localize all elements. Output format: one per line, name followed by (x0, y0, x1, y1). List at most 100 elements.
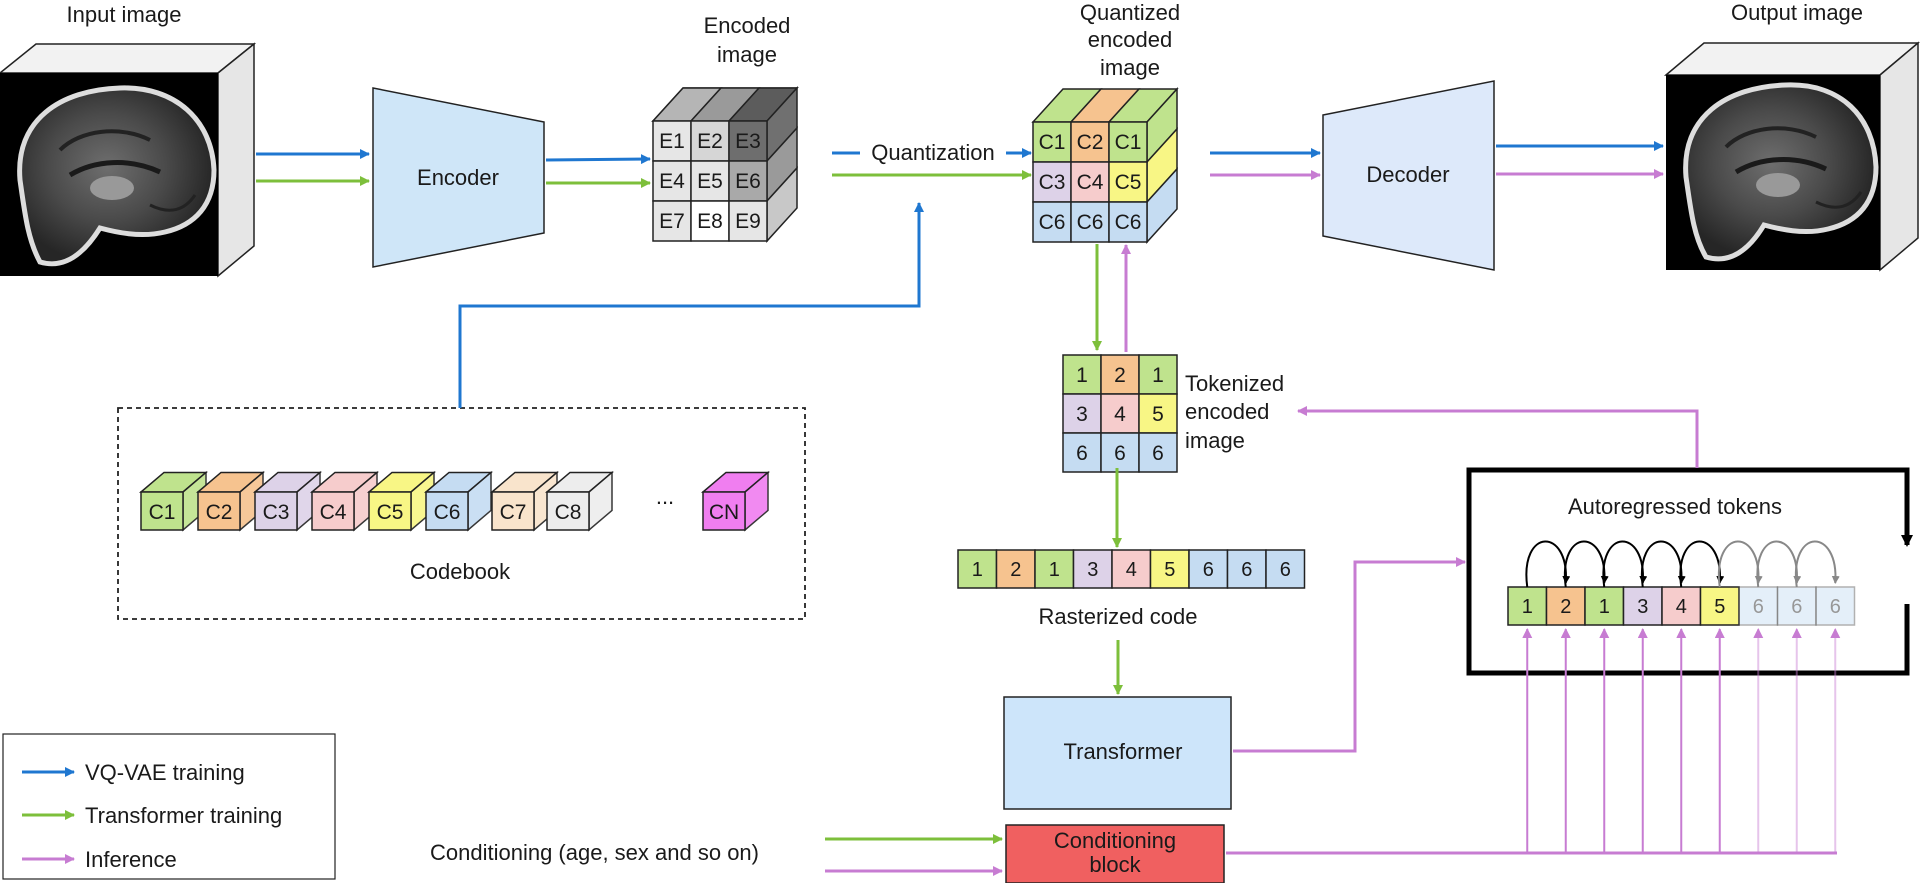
tokenized-cell: 1 (1062, 354, 1102, 395)
rasterized-token-label: 6 (1203, 559, 1214, 581)
codebook-vector-label: C6 (434, 501, 461, 524)
codebook-vector-c6: C6 (423, 470, 494, 532)
tokenized-cell: 6 (1062, 432, 1102, 473)
autoregression-arc (1602, 540, 1648, 588)
tokenized-cell-label: 2 (1114, 364, 1126, 387)
quantized-cell: C1 (1108, 121, 1148, 163)
quantized-cell-label: C4 (1077, 171, 1104, 194)
autoregressed-token: 2 (1545, 586, 1586, 626)
autoregressed-token-label: 3 (1637, 596, 1648, 618)
encoded-image-label-2: image (717, 42, 777, 67)
quantized-cell: C3 (1032, 161, 1072, 203)
quantized-cell-label: C3 (1039, 171, 1066, 194)
rasterized-token-label: 6 (1280, 559, 1291, 581)
tokenized-label-3: image (1185, 428, 1245, 453)
encoded-cell: E8 (690, 200, 730, 242)
codebook-ellipsis: ... (656, 484, 674, 509)
quantized-cell: C6 (1032, 201, 1072, 243)
autoregressed-token-label: 6 (1753, 596, 1764, 618)
quantized-cell-label: C1 (1115, 131, 1142, 154)
quantized-cell: C2 (1070, 121, 1110, 163)
tokenized-cell-label: 6 (1152, 442, 1164, 465)
quantized-label-1: Quantized (1080, 0, 1180, 25)
quantized-label-3: image (1100, 55, 1160, 80)
autoregressed-token-label: 6 (1830, 596, 1841, 618)
rasterized-token: 4 (1111, 549, 1152, 589)
autoregressed-token: 5 (1699, 586, 1740, 626)
output-image-label: Output image (1731, 0, 1863, 25)
autoregression-arc (1563, 540, 1609, 588)
autoregression-arc (1640, 540, 1686, 588)
encoded-cell-label: E1 (659, 130, 685, 153)
rasterized-token-label: 1 (1049, 559, 1060, 581)
codebook-vector-cn: CN (700, 470, 771, 532)
autoregressed-token: 1 (1507, 586, 1548, 626)
encoded-cell: E5 (690, 160, 730, 202)
autoregressed-token-label: 1 (1599, 596, 1610, 618)
rasterized-code-label: Rasterized code (1039, 604, 1198, 629)
brain-icon (1683, 82, 1879, 262)
tokenized-label-1: Tokenized (1185, 371, 1284, 396)
quantized-cell-label: C6 (1077, 211, 1104, 234)
tokenized-cell: 6 (1138, 432, 1178, 473)
decoder-label: Decoder (1366, 162, 1449, 187)
quantized-label-2: encoded (1088, 27, 1172, 52)
quantized-cell-label: C1 (1039, 131, 1066, 154)
encoded-cell-label: E3 (735, 130, 761, 153)
tokenized-cell: 4 (1100, 393, 1140, 434)
conditioning-block: Conditioning block (1005, 824, 1225, 883)
rasterized-token-label: 3 (1087, 559, 1098, 581)
rasterized-token-label: 6 (1241, 559, 1252, 581)
quantized-cell: C6 (1070, 201, 1110, 243)
encoded-cell: E7 (652, 200, 692, 242)
encoded-cell: E4 (652, 160, 692, 202)
codebook-vector-label: C4 (320, 501, 347, 524)
arrow-vqvae-encoder-encoded (545, 154, 651, 165)
rasterized-token-label: 5 (1164, 559, 1175, 581)
input-image: Input image (0, 2, 257, 278)
rasterized-token: 5 (1149, 549, 1190, 589)
codebook-vector-c2: C2 (195, 470, 266, 532)
rasterized-token: 1 (957, 549, 998, 589)
autoregressed-token-label: 2 (1560, 596, 1571, 618)
output-image: Output image (1663, 0, 1920, 272)
rasterized-token-label: 2 (1010, 559, 1021, 581)
autoregressed-token-label: 1 (1522, 596, 1533, 618)
tokenized-cell-label: 3 (1076, 403, 1088, 426)
arrow-inference-transformer-autoregressed (1233, 557, 1466, 753)
codebook-vector-c4: C4 (309, 470, 380, 532)
autoregressed-tokens-label: Autoregressed tokens (1568, 494, 1782, 519)
legend-label-vqvae: VQ-VAE training (85, 760, 245, 785)
tokenized-cell-label: 1 (1152, 364, 1164, 387)
encoded-cell: E1 (652, 120, 692, 162)
quantized-cell: C5 (1108, 161, 1148, 203)
tokenized-cell: 1 (1138, 354, 1178, 395)
quantized-cell: C4 (1070, 161, 1110, 203)
encoded-cell-label: E5 (697, 170, 723, 193)
rasterized-token: 6 (1226, 549, 1267, 589)
rasterized-token-label: 1 (972, 559, 983, 581)
encoded-cell-label: E7 (659, 210, 685, 233)
encoder-label: Encoder (417, 165, 499, 190)
codebook-label: Codebook (410, 559, 511, 584)
encoded-cell-label: E9 (735, 210, 761, 233)
codebook-vector-label: C3 (263, 501, 290, 524)
codebook-vector-c8: C8 (544, 470, 615, 532)
codebook-vector-label: C8 (555, 501, 582, 524)
codebook-vector-label: C2 (206, 501, 233, 524)
legend-label-transformer: Transformer training (85, 803, 282, 828)
arrow-inference-autoregressed-tokenized (1297, 406, 1699, 468)
autoregressed-token-label: 5 (1714, 596, 1725, 618)
autoregressed-token: 6 (1738, 586, 1779, 626)
encoded-image-label-1: Encoded (704, 13, 791, 38)
autoregressed-token-label: 6 (1791, 596, 1802, 618)
quantized-cell: C1 (1032, 121, 1072, 163)
autoregressed-token: 1 (1584, 586, 1625, 626)
autoregressed-token: 6 (1815, 586, 1856, 626)
autoregressed-token: 6 (1776, 586, 1817, 626)
quantization-label: Quantization (871, 140, 995, 165)
encoded-cell-label: E4 (659, 170, 685, 193)
